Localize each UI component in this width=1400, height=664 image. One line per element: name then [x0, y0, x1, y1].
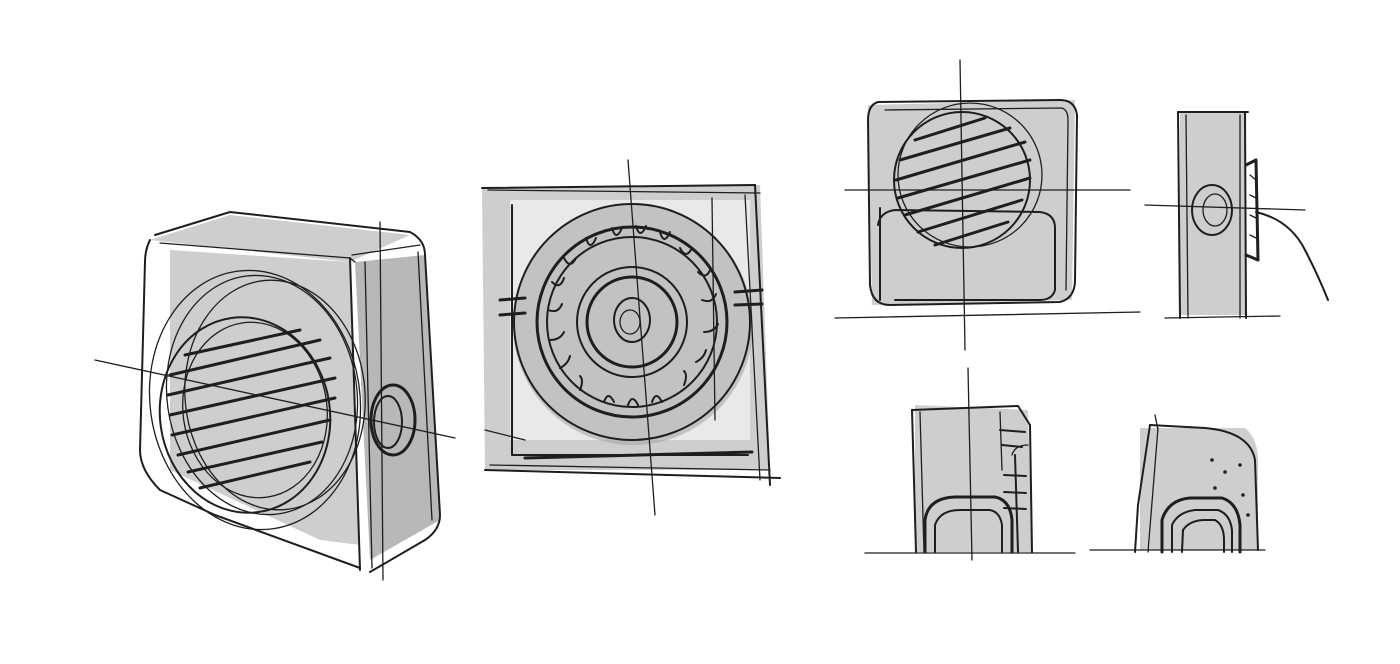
orthographic-front-view	[834, 59, 1141, 351]
back-view-right	[1089, 414, 1266, 554]
orthographic-side-view	[1144, 111, 1329, 319]
back-view-left	[864, 367, 1076, 561]
perspective-view	[94, 211, 456, 581]
front-view	[481, 159, 781, 516]
